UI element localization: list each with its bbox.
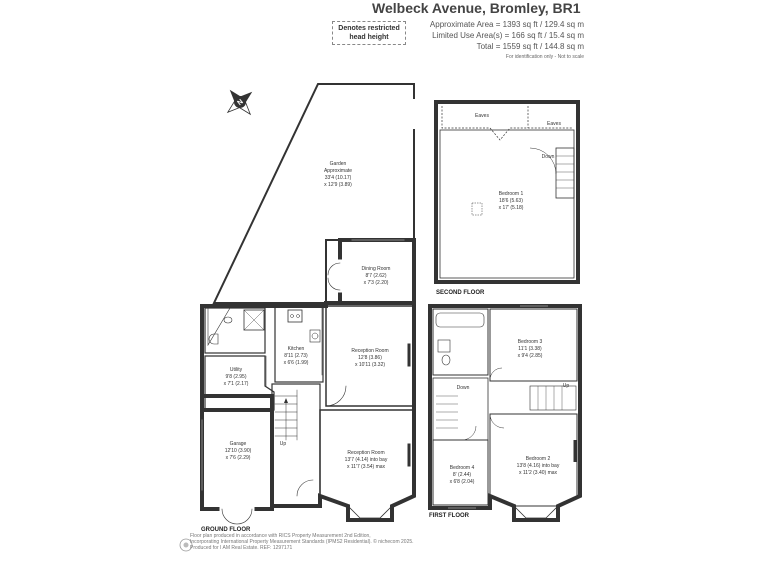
compass-label: N bbox=[236, 98, 244, 107]
approximate-area: Approximate Area = 1393 sq ft / 129.4 sq… bbox=[429, 20, 584, 29]
total-area: Total = 1559 sq ft / 144.8 sq m bbox=[476, 42, 584, 51]
rics-logo-icon bbox=[179, 538, 193, 552]
garage-l1: 12'10 (3.90) bbox=[225, 448, 252, 454]
restricted-height-legend: Denotes restricted head height bbox=[332, 21, 406, 45]
ground-floor-label: GROUND FLOOR bbox=[201, 527, 251, 533]
garage-name: Garage bbox=[230, 441, 247, 447]
compass-icon: N bbox=[226, 89, 253, 116]
bedroom4-l2: x 6'8 (2.04) bbox=[450, 479, 475, 485]
bedroom1-l2: x 17' (5.18) bbox=[499, 205, 524, 211]
ground-floor-plan bbox=[200, 83, 416, 525]
bedroom4-name: Bedroom 4 bbox=[450, 465, 475, 471]
eaves-label-2: Eaves bbox=[547, 121, 561, 127]
first-floor-outline bbox=[428, 304, 582, 522]
footer-line-1: Floor plan produced in accordance with R… bbox=[190, 533, 371, 539]
kitchen-name: Kitchen bbox=[288, 346, 305, 352]
bedroom4-l1: 8' (2.44) bbox=[453, 472, 472, 478]
garden-l3: x 12'9 (3.89) bbox=[324, 182, 352, 188]
down-label-first: Down bbox=[457, 385, 470, 391]
first-floor-label: FIRST FLOOR bbox=[429, 513, 470, 519]
bedroom3-l1: 11'1 (3.38) bbox=[518, 346, 542, 352]
bedroom2-name: Bedroom 2 bbox=[526, 456, 551, 462]
utility-name: Utility bbox=[230, 367, 243, 373]
garden-l1: Approximate bbox=[324, 168, 352, 174]
ground-floor-outline bbox=[200, 301, 416, 522]
footer-line-3: Produced for I AM Real Estate. REF: 1297… bbox=[190, 545, 293, 551]
up-label-first: Up bbox=[563, 383, 570, 389]
reception1-l2: x 10'11 (3.32) bbox=[355, 362, 385, 368]
bedroom3-name: Bedroom 3 bbox=[518, 339, 543, 345]
reception1-name: Reception Room bbox=[351, 348, 388, 354]
dining-l2: x 7'3 (2.20) bbox=[364, 280, 389, 286]
eaves-label-1: Eaves bbox=[475, 113, 489, 119]
utility-l2: x 7'1 (2.17) bbox=[224, 381, 249, 387]
garden-l2: 33'4 (10.17) bbox=[325, 175, 352, 181]
reception2-l2: x 11'7 (3.54) max bbox=[347, 464, 386, 470]
page-title: Welbeck Avenue, Bromley, BR1 bbox=[372, 0, 581, 16]
bedroom1-name: Bedroom 1 bbox=[499, 191, 524, 197]
footer-line-2: Incorporating International Property Mea… bbox=[190, 539, 414, 545]
reception2-l1: 13'7 (4.14) into bay bbox=[345, 457, 388, 463]
bedroom2-l1: 13'8 (4.16) into bay bbox=[517, 463, 560, 469]
second-floor-outline bbox=[434, 100, 580, 284]
room-labels: Garden Approximate 33'4 (10.17) x 12'9 (… bbox=[201, 113, 569, 533]
garage-l2: x 7'6 (2.29) bbox=[226, 455, 251, 461]
bedroom3-l2: x 9'4 (2.85) bbox=[518, 353, 543, 359]
identification-note: For identification only - Not to scale bbox=[505, 54, 584, 60]
up-label-ground: Up bbox=[280, 441, 287, 447]
bedroom2-l2: x 11'2 (3.40) max bbox=[519, 470, 558, 476]
limited-use-area: Limited Use Area(s) = 166 sq ft / 15.4 s… bbox=[432, 31, 584, 40]
first-floor-plan bbox=[428, 304, 582, 522]
utility-l1: 9'8 (2.95) bbox=[226, 374, 247, 380]
kitchen-l2: x 6'6 (1.99) bbox=[284, 360, 309, 366]
bedroom1-l1: 18'6 (5.63) bbox=[499, 198, 523, 204]
garden-name: Garden bbox=[330, 161, 347, 167]
legend-line-2: head height bbox=[349, 34, 389, 41]
down-label-second: Down bbox=[542, 154, 555, 160]
footer-note: Floor plan produced in accordance with R… bbox=[190, 533, 414, 551]
second-floor-plan bbox=[434, 100, 580, 284]
dining-name: Dining Room bbox=[362, 266, 391, 272]
legend-line-1: Denotes restricted bbox=[338, 25, 400, 32]
kitchen-l1: 8'11 (2.73) bbox=[284, 353, 308, 359]
reception2-name: Reception Room bbox=[347, 450, 384, 456]
reception1-l1: 12'8 (3.86) bbox=[358, 355, 382, 361]
second-floor-label: SECOND FLOOR bbox=[436, 290, 485, 296]
garden-outline bbox=[212, 83, 415, 304]
dining-l1: 8'7 (2.62) bbox=[366, 273, 387, 279]
